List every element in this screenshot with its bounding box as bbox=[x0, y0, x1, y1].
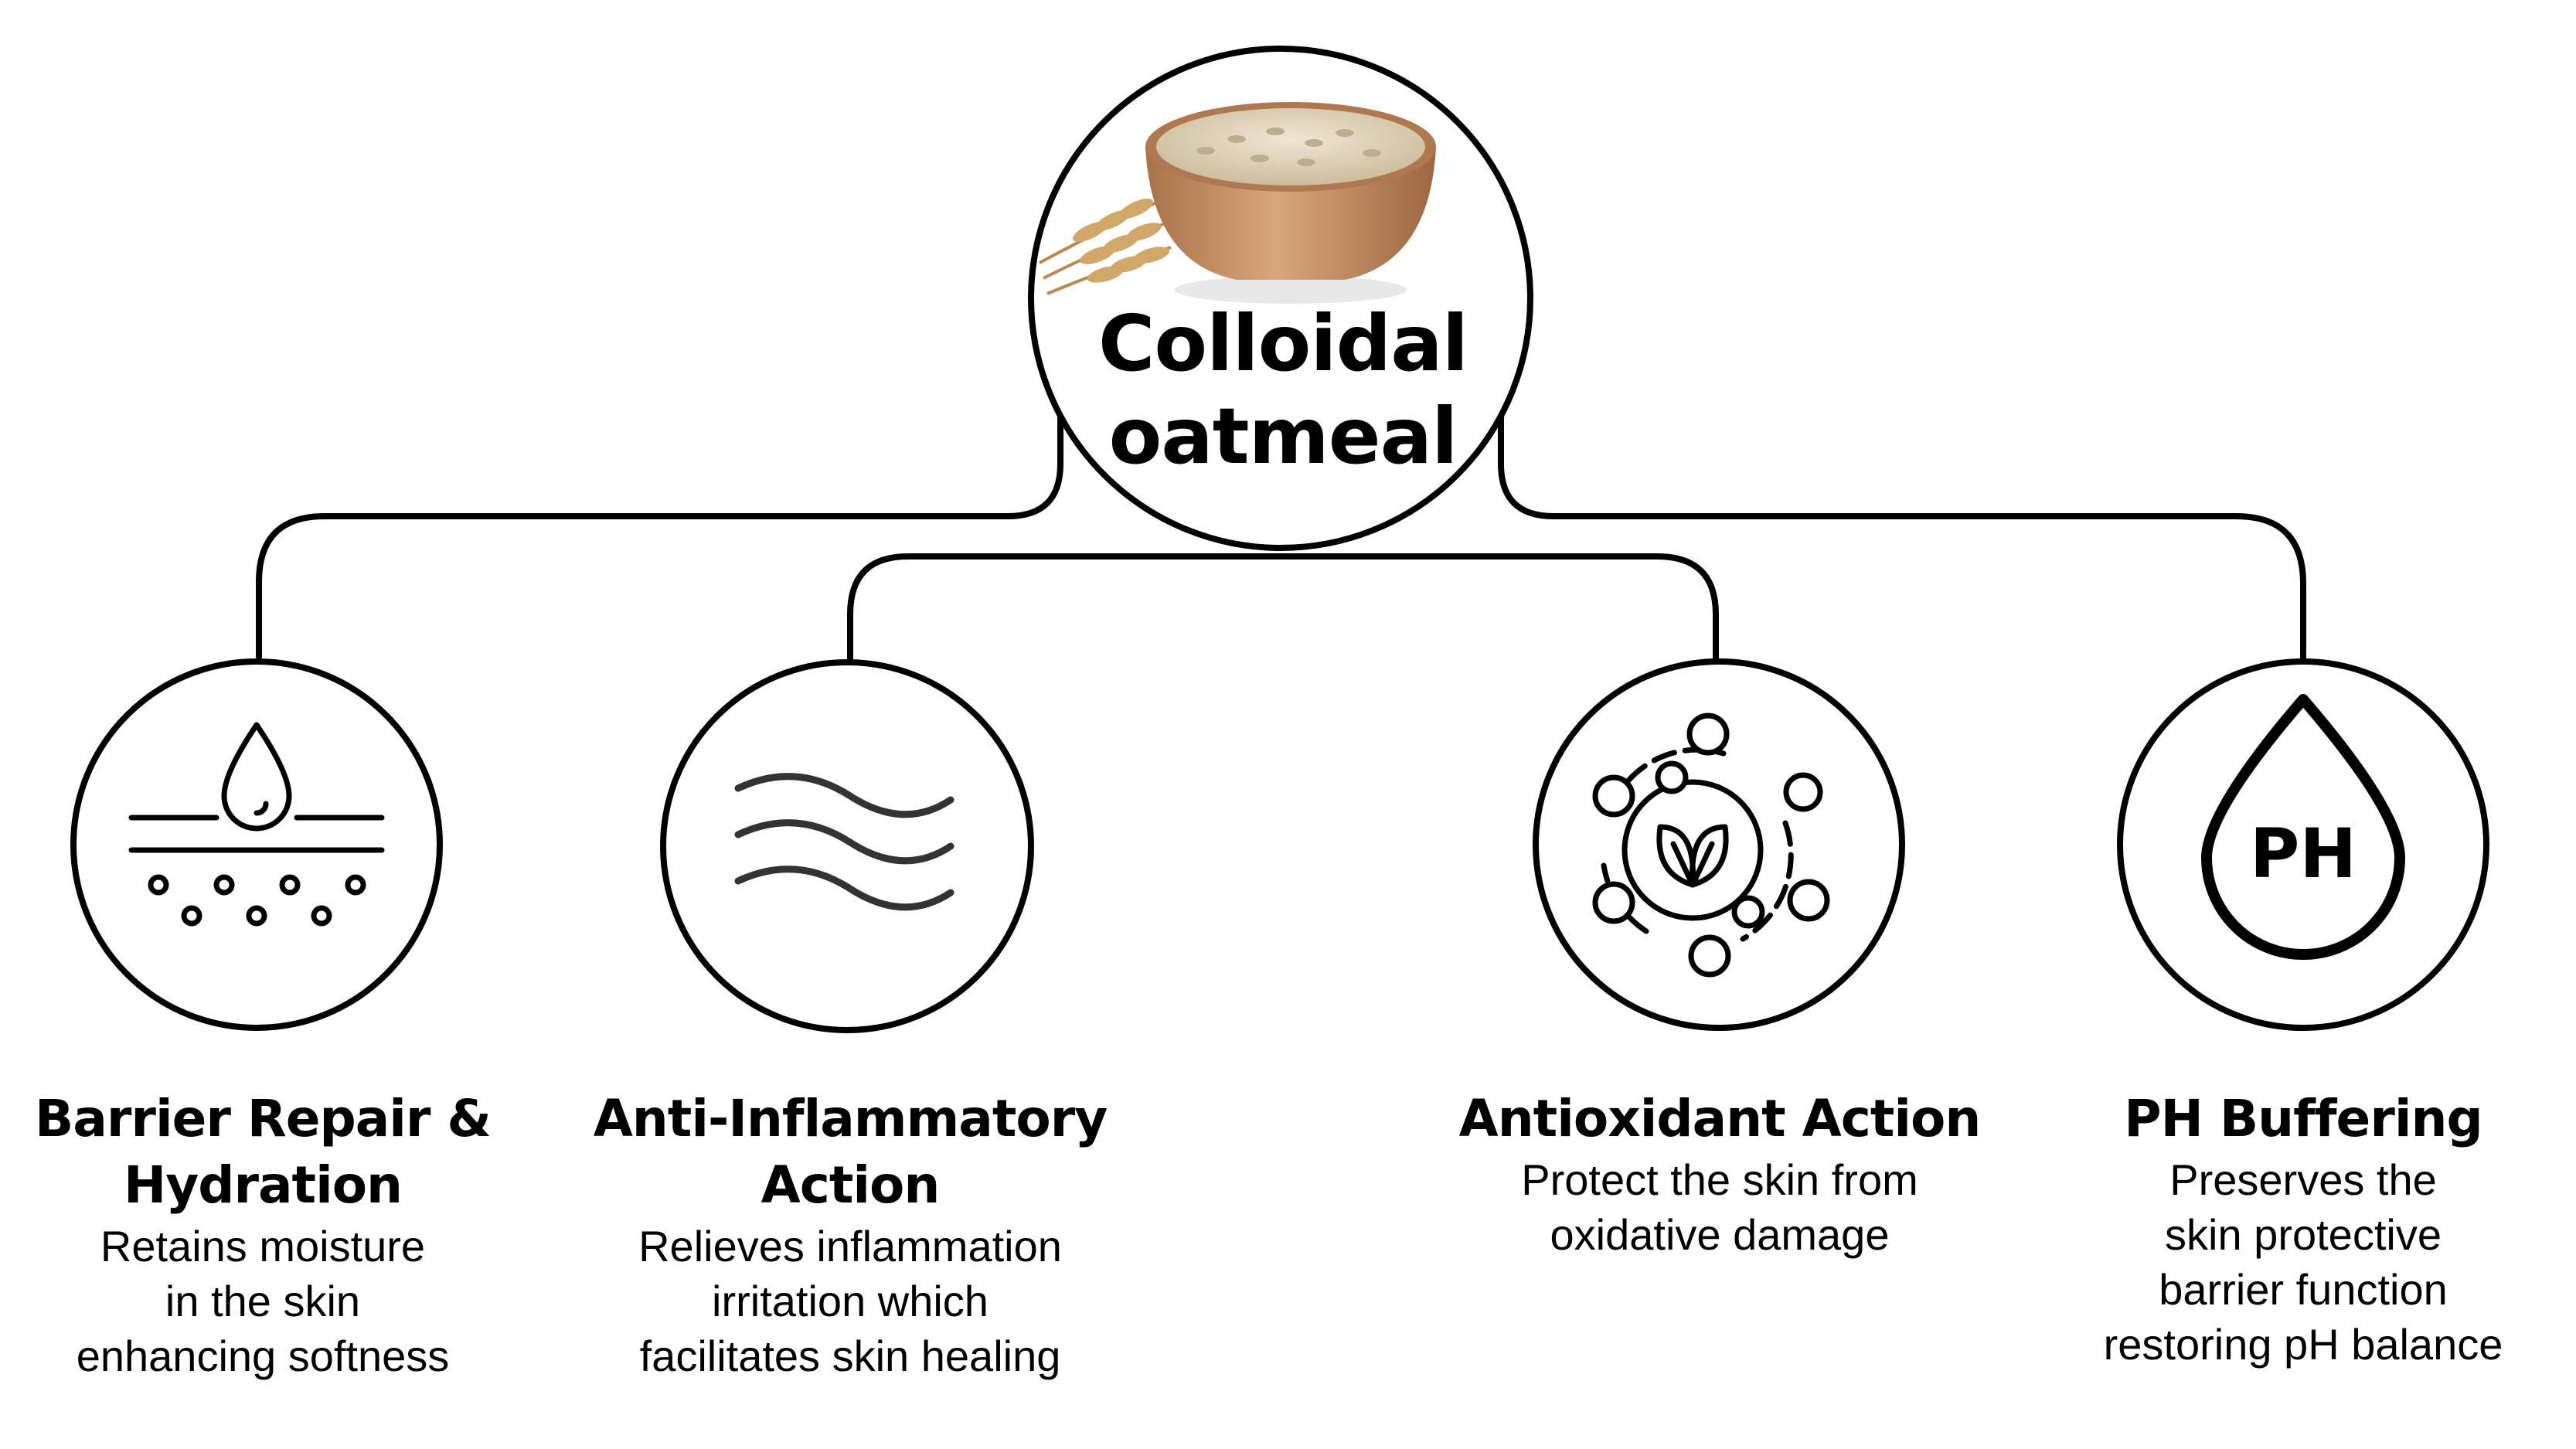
benefit-desc-line: skin protective bbox=[2165, 1210, 2442, 1259]
benefit-anti-inflammatory: Anti-Inflammatory Action Relieves inflam… bbox=[564, 1086, 1136, 1383]
benefit-desc-line: Preserves the bbox=[2169, 1155, 2437, 1204]
skin-hydration-icon bbox=[128, 722, 385, 927]
benefit-title: Barrier Repair & Hydration bbox=[23, 1086, 502, 1219]
benefit-barrier-repair: Barrier Repair & Hydration Retains moist… bbox=[23, 1086, 502, 1383]
connector-middle bbox=[847, 553, 1719, 672]
benefit-desc-line: oxidative damage bbox=[1550, 1210, 1890, 1259]
benefit-description: Preserves the skin protective barrier fu… bbox=[2040, 1152, 2566, 1372]
benefit-desc-line: Retains moisture bbox=[100, 1222, 426, 1270]
benefit-title-line: Barrier Repair & bbox=[35, 1089, 492, 1148]
benefit-desc-line: Protect the skin from bbox=[1521, 1155, 1918, 1204]
circle-antioxidant bbox=[1533, 658, 1905, 1031]
benefit-title-line: Hydration bbox=[123, 1155, 403, 1215]
center-title-line-2: oatmeal bbox=[1108, 391, 1458, 481]
benefit-description: Relieves inflammation irritation which f… bbox=[564, 1219, 1136, 1383]
benefit-desc-line: Relieves inflammation bbox=[638, 1222, 1062, 1270]
benefit-desc-line: irritation which bbox=[712, 1277, 989, 1325]
benefit-title-line: Anti-Inflammatory bbox=[593, 1089, 1108, 1148]
benefit-desc-line: in the skin bbox=[165, 1277, 361, 1325]
benefit-desc-line: enhancing softness bbox=[76, 1332, 450, 1380]
benefit-circles bbox=[70, 658, 2489, 1033]
benefit-antioxidant: Antioxidant Action Protect the skin from… bbox=[1430, 1086, 2009, 1262]
benefit-title-line: PH Buffering bbox=[2124, 1089, 2482, 1148]
benefit-desc-line: restoring pH balance bbox=[2103, 1320, 2503, 1369]
center-title-line-1: Colloidal bbox=[1098, 298, 1468, 389]
benefit-description: Retains moisture in the skin enhancing s… bbox=[23, 1219, 502, 1383]
antioxidant-leaf-icon bbox=[1592, 713, 1830, 978]
benefit-ph-buffering: PH Buffering Preserves the skin protecti… bbox=[2040, 1086, 2566, 1372]
circle-anti-inflammatory bbox=[660, 659, 1034, 1033]
benefit-desc-line: facilitates skin healing bbox=[639, 1332, 1061, 1380]
oatmeal-bowl-image bbox=[1145, 102, 1436, 304]
benefit-title: Antioxidant Action bbox=[1430, 1086, 2009, 1152]
ph-drop-icon: PH bbox=[2201, 694, 2405, 960]
connector-left bbox=[256, 414, 1063, 660]
benefit-title-line: Action bbox=[761, 1155, 941, 1215]
benefit-title-line: Antioxidant Action bbox=[1458, 1089, 1982, 1148]
benefit-title: Anti-Inflammatory Action bbox=[564, 1086, 1136, 1219]
benefit-description: Protect the skin from oxidative damage bbox=[1430, 1152, 2009, 1262]
wheat-image bbox=[1039, 198, 1172, 295]
circle-barrier-repair bbox=[70, 658, 443, 1031]
benefit-title: PH Buffering bbox=[2040, 1086, 2566, 1152]
connector-lines bbox=[256, 414, 2306, 672]
connector-right bbox=[1498, 414, 2306, 664]
center-title: Colloidal oatmeal bbox=[1067, 298, 1499, 483]
svg-text:PH: PH bbox=[2250, 814, 2357, 893]
circle-ph-buffering bbox=[2117, 658, 2489, 1031]
waves-icon bbox=[734, 773, 955, 911]
benefit-desc-line: barrier function bbox=[2159, 1265, 2448, 1314]
